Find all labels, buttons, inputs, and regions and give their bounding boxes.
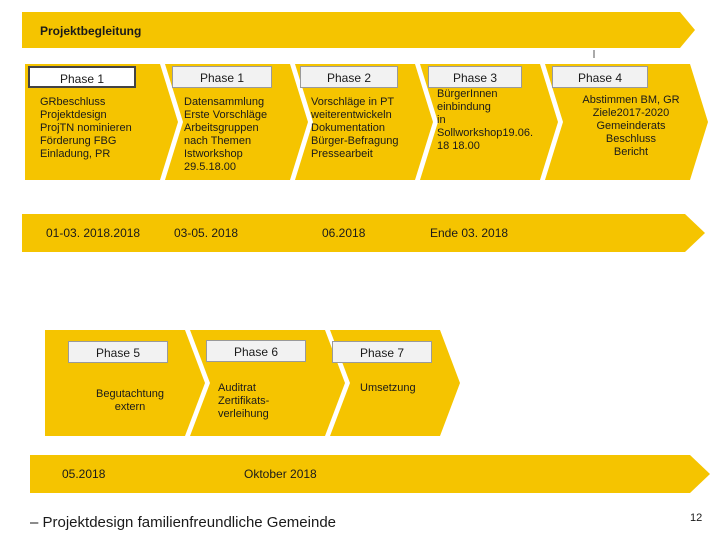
top-chevron-2 (165, 64, 308, 180)
phase-label-5: Phase 4 (552, 66, 648, 88)
phase-label-7: Phase 7 (332, 341, 432, 363)
date-6: Oktober 2018 (244, 467, 317, 481)
phase-text-5: Abstimmen BM, GR Ziele2017-2020 Gemeinde… (582, 94, 680, 158)
phase-text-1: GRbeschluss Projektdesign ProjTN nominie… (40, 96, 132, 160)
top-timeline-band (22, 214, 705, 252)
header-title: Projektbegleitung (40, 24, 142, 38)
date-5: 05.2018 (62, 467, 106, 481)
phase-text-2: Datensammlung Erste Vorschläge Arbeitsgr… (184, 96, 268, 173)
phase-label-6: Phase 6 (206, 340, 306, 362)
top-chevron-1 (25, 64, 178, 180)
phase-text-6: Auditrat Zertifikats- verleihung (218, 382, 270, 420)
top-chevron-4 (420, 64, 558, 180)
page-number: 12 (690, 512, 703, 524)
bottom-timeline-band (30, 455, 710, 493)
phase-text-4: BürgerInnen einbindung in Sollworkshop19… (437, 88, 534, 152)
date-4: Ende 03. 2018 (430, 226, 509, 240)
phase-label-3: Phase 2 (300, 66, 398, 88)
footer-text: – Projektdesign familienfreundliche Geme… (30, 514, 337, 531)
date-1: 01-03. 2018.2018 (46, 226, 141, 240)
phase-label-1: Phase 1 (28, 66, 136, 88)
phase-label-4: Phase 3 (428, 66, 522, 88)
phase-label-2: Phase 1 (172, 66, 272, 88)
date-2: 03-05. 2018 (174, 226, 239, 240)
phase-text-5b: Begutachtung extern (96, 388, 164, 413)
top-chevron-3 (295, 64, 433, 180)
phase-text-7: Umsetzung (360, 382, 416, 394)
header-band (22, 12, 695, 48)
top-chevron-5 (545, 64, 708, 180)
phase-label-5b: Phase 5 (68, 341, 168, 363)
phase-text-3: Vorschläge in PT weiterentwickeln Dokume… (311, 96, 399, 160)
date-3: 06.2018 (322, 226, 366, 240)
